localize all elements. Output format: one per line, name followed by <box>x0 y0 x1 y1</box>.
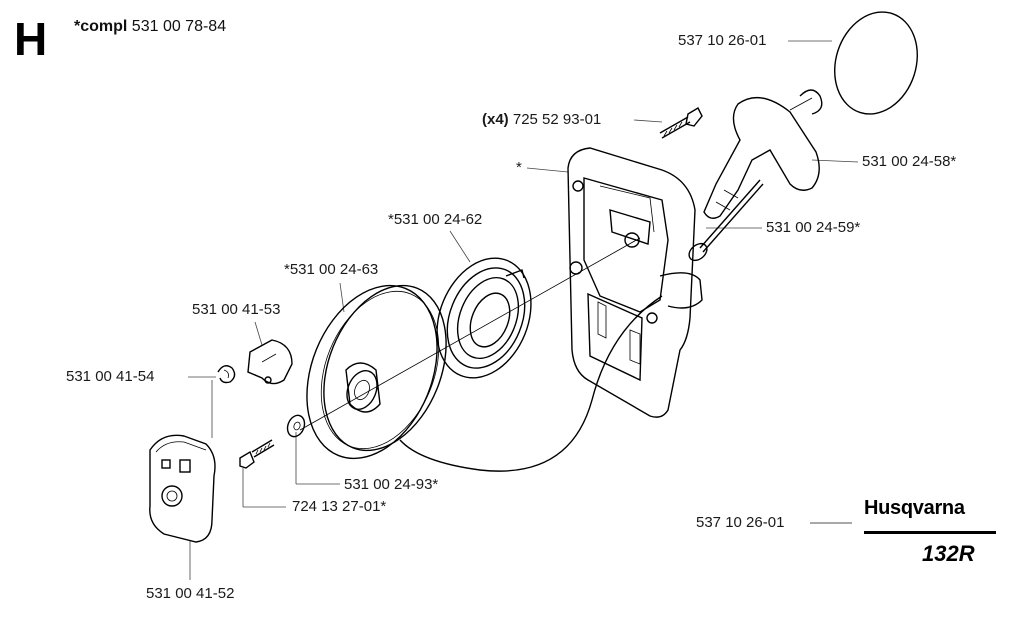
pawl-spring-part <box>217 365 236 384</box>
label-bottom-ref: 537 10 26-01 <box>696 514 785 531</box>
cover-ring-part <box>834 11 918 115</box>
complete-assembly-label: *compl 531 00 78-84 <box>74 18 226 36</box>
rope-part <box>399 179 764 472</box>
label-rope: 531 00 24-59* <box>766 219 861 236</box>
bolt-part <box>239 439 275 469</box>
label-bolt: 724 13 27-01* <box>292 498 387 515</box>
brand-logo-text: Husqvarna <box>864 497 965 519</box>
label-handle: 531 00 24-58* <box>862 153 957 170</box>
label-washer: 531 00 24-93* <box>344 476 439 493</box>
screw-part <box>659 107 703 139</box>
spring-coil-part <box>436 257 532 379</box>
model-name: 132R <box>922 541 975 566</box>
label-spring: *531 00 24-62 <box>388 211 483 228</box>
compl-prefix: *compl <box>74 18 128 35</box>
label-screw-qty: (x4) <box>482 111 509 128</box>
label-pawl: 531 00 41-53 <box>192 301 281 318</box>
pawl-part <box>247 339 293 385</box>
label-pawl-spring: 531 00 41-54 <box>66 368 155 385</box>
leader-lines <box>188 40 859 580</box>
washer-part <box>286 414 306 438</box>
label-star: * <box>516 159 522 176</box>
label-screw: (x4) 725 52 93-01 <box>482 112 601 128</box>
pawl-plate-part <box>149 434 216 543</box>
starter-housing-part <box>567 147 703 418</box>
rope-pulley-part <box>306 284 447 460</box>
section-letter: H <box>14 13 48 65</box>
brand-underline <box>864 531 996 534</box>
label-screw-number: 725 52 93-01 <box>512 111 602 128</box>
label-plate: 531 00 41-52 <box>146 585 235 602</box>
label-cover-ring: 537 10 26-01 <box>678 32 767 49</box>
compl-number: 531 00 78-84 <box>131 18 227 35</box>
label-pulley: *531 00 24-63 <box>284 261 379 278</box>
handle-part <box>703 89 823 219</box>
